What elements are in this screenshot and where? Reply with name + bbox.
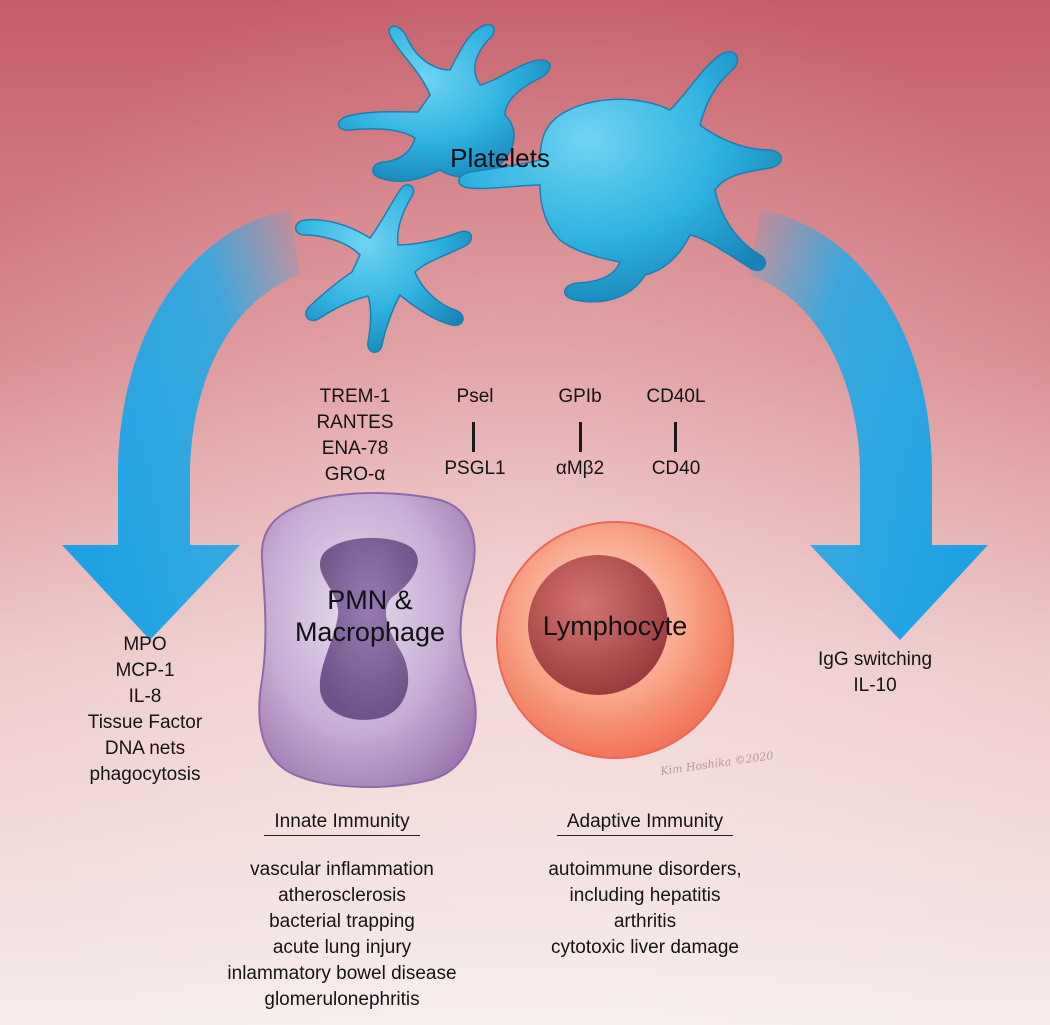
right-effects-list: IgG switching IL-10 xyxy=(800,647,950,699)
innate-item: bacterial trapping xyxy=(269,911,415,932)
platelet-large xyxy=(458,51,782,303)
left-arrow xyxy=(62,210,300,640)
pair-top-psel: Psel xyxy=(456,386,494,407)
innate-item: atherosclerosis xyxy=(278,885,406,906)
pair-connector-psel xyxy=(472,422,475,452)
pmn-nucleus xyxy=(319,537,418,720)
pmn-label-line2: Macrophage xyxy=(294,617,446,647)
platelet-upper xyxy=(337,23,551,183)
pmn-label-line1: PMN & xyxy=(327,585,413,615)
pair-top-gpib: GPIb xyxy=(558,386,602,407)
effect-item: Tissue Factor xyxy=(87,712,203,733)
innate-item: inlammatory bowel disease xyxy=(227,963,457,984)
adaptive-item: including hepatitis xyxy=(569,885,721,906)
effect-item: phagocytosis xyxy=(89,764,201,785)
effect-item: MPO xyxy=(123,634,167,655)
pair-connector-cd40l xyxy=(674,422,677,452)
pair-bottom-cd40: CD40 xyxy=(651,458,701,479)
innate-heading-wrap: Innate Immunity xyxy=(212,809,472,836)
effect-item: DNA nets xyxy=(104,738,186,759)
platelet-small xyxy=(294,184,473,353)
adaptive-list: autoimmune disorders, including hepatiti… xyxy=(515,857,775,961)
innate-heading: Innate Immunity xyxy=(264,811,420,836)
innate-item: acute lung injury xyxy=(272,937,412,958)
left-effects-list: MPO MCP-1 IL-8 Tissue Factor DNA nets ph… xyxy=(55,632,235,788)
mediator-item: GRO-α xyxy=(324,464,386,485)
pmn-label: PMN & Macrophage xyxy=(270,584,470,648)
platelets-group xyxy=(294,23,782,353)
innate-item: glomerulonephritis xyxy=(264,989,420,1010)
adaptive-item: autoimmune disorders, xyxy=(548,859,742,880)
pair-connector-gpib xyxy=(579,422,582,452)
mediator-item: TREM-1 xyxy=(319,386,391,407)
effect-item: MCP-1 xyxy=(115,660,175,681)
adaptive-item: cytotoxic liver damage xyxy=(551,937,739,958)
lymphocyte-label: Lymphocyte xyxy=(542,611,688,641)
platelets-label: Platelets xyxy=(450,143,550,173)
innate-item: vascular inflammation xyxy=(250,859,434,880)
mediator-item: RANTES xyxy=(316,412,394,433)
right-arrow xyxy=(750,210,988,640)
lymphocyte-nucleus xyxy=(528,555,668,695)
pair-bottom-amb2: αMβ2 xyxy=(555,458,605,479)
adaptive-item: arthritis xyxy=(613,911,677,932)
effect-item: IL-8 xyxy=(128,686,162,707)
soluble-mediators-list: TREM-1 RANTES ENA-78 GRO-α xyxy=(305,384,405,488)
mediator-item: ENA-78 xyxy=(321,438,389,459)
effect-item: IgG switching xyxy=(817,649,933,670)
innate-list: vascular inflammation atherosclerosis ba… xyxy=(202,857,482,1013)
pair-bottom-psgl1: PSGL1 xyxy=(444,458,506,479)
pair-top-cd40l: CD40L xyxy=(646,386,706,407)
adaptive-heading: Adaptive Immunity xyxy=(556,811,734,836)
adaptive-heading-wrap: Adaptive Immunity xyxy=(515,809,775,836)
effect-item: IL-10 xyxy=(853,675,897,696)
